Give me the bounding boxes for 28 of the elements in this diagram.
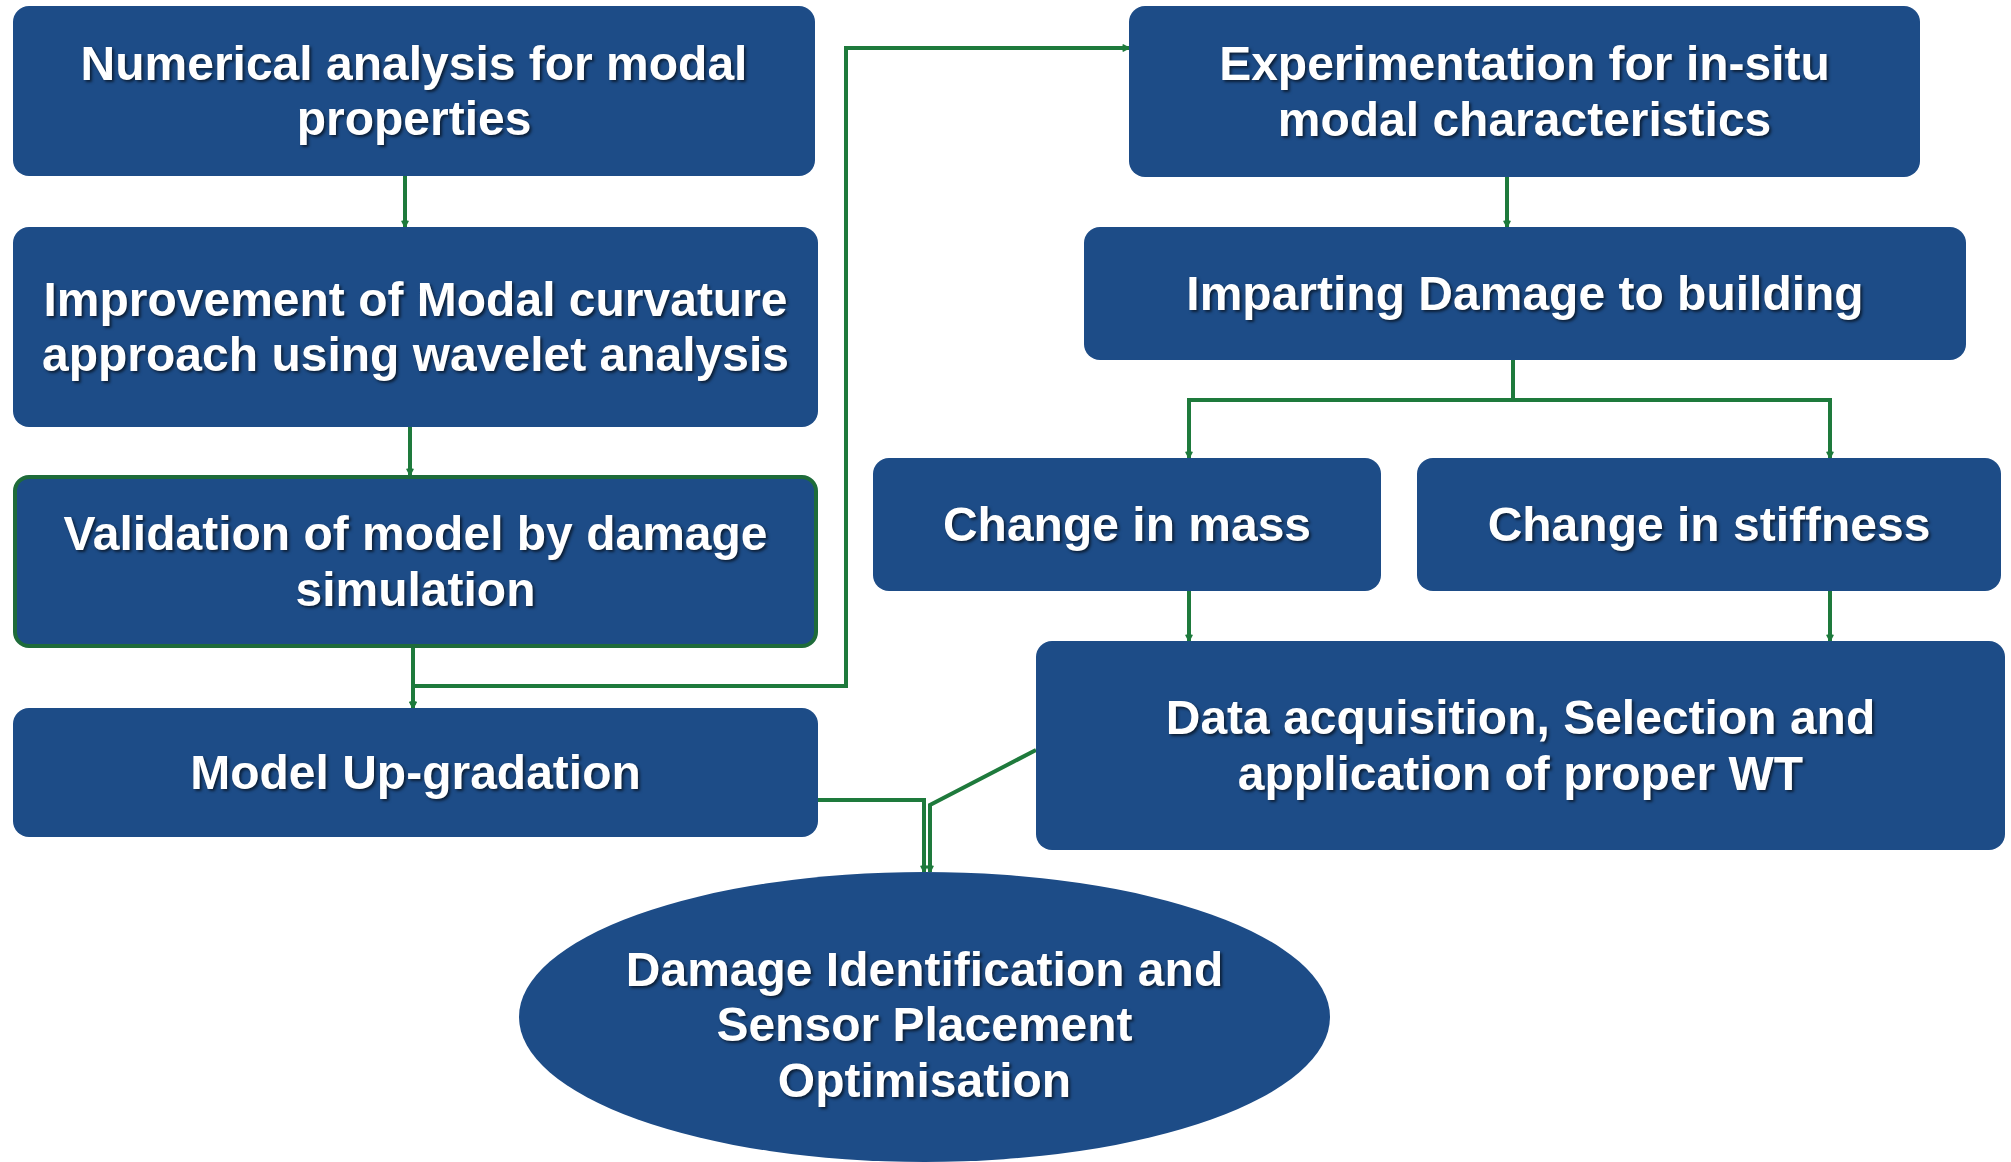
process-box <box>13 227 818 427</box>
arrow <box>818 798 928 873</box>
node-label: Change in stiffness <box>1487 496 1931 553</box>
arrow <box>1511 360 1834 459</box>
node-label: Data acquisition, Selection and application of proper WT <box>1164 690 1877 801</box>
arrow <box>401 176 409 228</box>
arrow <box>1503 177 1511 228</box>
arrow <box>1826 591 1834 642</box>
node-label: Damage Identification and Sensor Placement Optimisation <box>624 942 1225 1108</box>
process-box <box>13 475 818 648</box>
node-label: Imparting Damage to building <box>1186 265 1864 322</box>
node-label: Validation of model by damage simulation <box>62 506 769 617</box>
arrow <box>1185 591 1193 642</box>
process-box <box>1084 227 1966 360</box>
arrow <box>406 427 414 476</box>
arrow <box>409 44 1130 709</box>
process-box <box>1417 458 2001 591</box>
node-label: Change in mass <box>942 496 1312 553</box>
node-label: Experimentation for in-situ modal characteristics <box>1218 36 1831 147</box>
process-box <box>1129 6 1920 177</box>
node-label: Numerical analysis for modal properties <box>79 35 749 147</box>
process-box <box>873 458 1381 591</box>
arrow <box>926 748 1037 873</box>
node-label: Improvement of Modal curvature approach using wavelet analysis <box>41 271 790 383</box>
process-box <box>13 708 818 837</box>
process-box <box>13 6 815 176</box>
process-box <box>1036 641 2005 850</box>
node-label: Model Up-gradation <box>190 744 641 801</box>
